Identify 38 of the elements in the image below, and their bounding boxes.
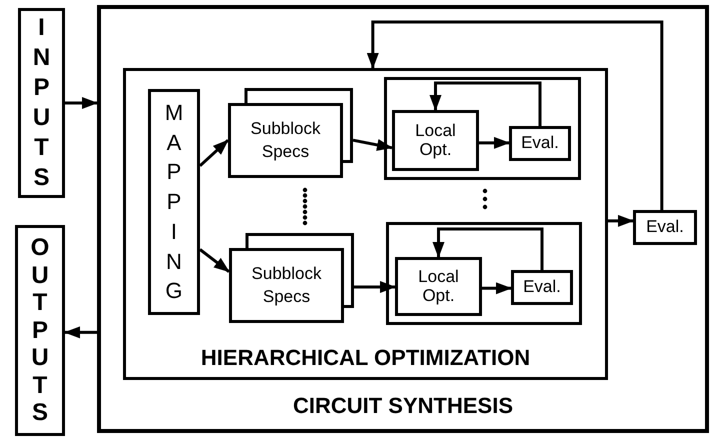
vertical-label: OUTPUTS bbox=[30, 234, 50, 428]
output-box bbox=[15, 225, 65, 436]
vertical-label: MAPPING bbox=[164, 99, 184, 306]
vertical-label: INPUTS bbox=[32, 13, 52, 193]
optimizer-group-box bbox=[384, 77, 581, 180]
box-label: Local Opt. bbox=[417, 268, 460, 306]
stacked-spec-boxes bbox=[228, 88, 353, 178]
mapping-box bbox=[148, 89, 200, 315]
arrow bbox=[479, 136, 510, 149]
frame-title: CIRCUIT SYNTHESIS bbox=[292, 393, 514, 419]
arrow bbox=[64, 326, 97, 338]
process-box bbox=[509, 126, 571, 161]
arrow bbox=[198, 139, 230, 167]
box-label: Subblock Specs bbox=[250, 118, 322, 162]
frame-title: HIERARCHICAL OPTIMIZATION bbox=[200, 345, 532, 371]
arrow bbox=[352, 138, 393, 151]
arrow bbox=[432, 228, 544, 270]
process-box bbox=[395, 257, 482, 316]
input-box bbox=[18, 8, 65, 198]
optimizer-group-box bbox=[386, 222, 582, 325]
process-box bbox=[633, 210, 697, 245]
arrow bbox=[366, 20, 664, 210]
optimization-frame bbox=[123, 68, 608, 380]
arrow bbox=[608, 214, 634, 227]
process-box bbox=[511, 270, 573, 305]
box-label: Subblock Specs bbox=[250, 263, 322, 308]
arrow bbox=[482, 282, 512, 294]
arrow bbox=[65, 97, 98, 109]
box-label: Eval. bbox=[520, 134, 560, 153]
box-label: Local Opt. bbox=[414, 122, 457, 160]
arrow bbox=[430, 82, 542, 126]
arrow bbox=[199, 248, 230, 273]
box-label: Eval. bbox=[522, 278, 562, 297]
synthesis-frame bbox=[97, 5, 709, 433]
box-label: Eval. bbox=[645, 218, 685, 237]
arrow bbox=[354, 281, 396, 293]
stacked-spec-boxes bbox=[229, 233, 354, 323]
process-box bbox=[392, 110, 479, 171]
